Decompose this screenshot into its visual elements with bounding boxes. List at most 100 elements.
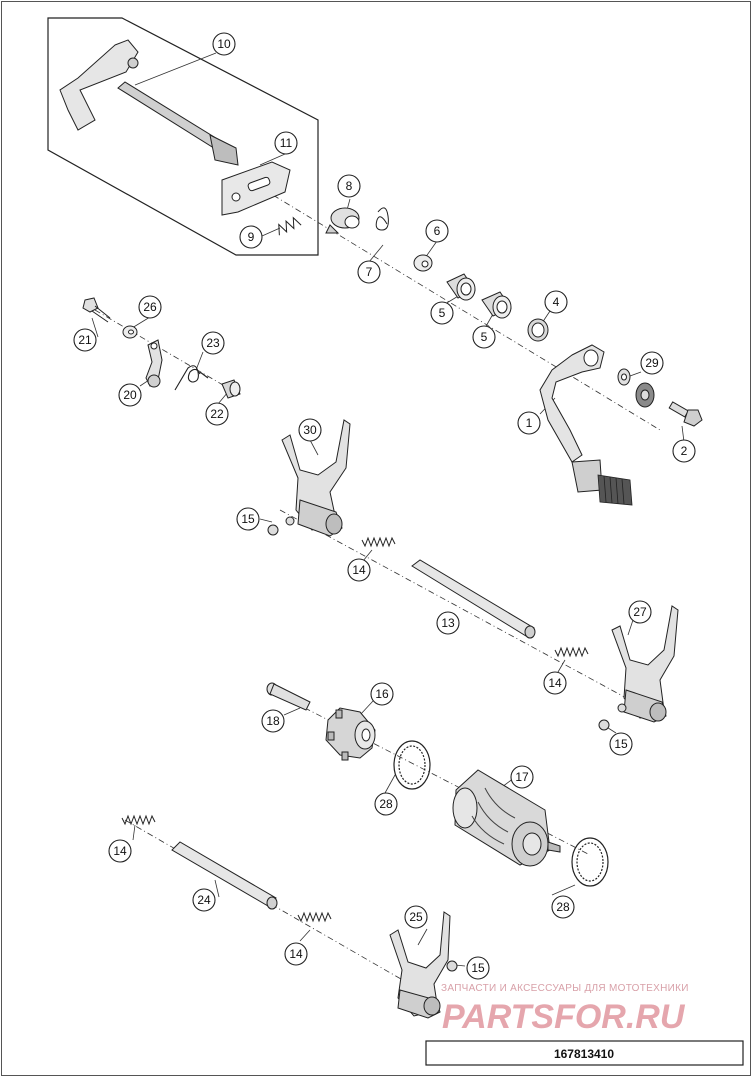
- callout-label: 15: [614, 737, 628, 751]
- shift-drum-17-part: [452, 769, 561, 867]
- callout-circle: [425, 219, 449, 243]
- callout-circle: [472, 325, 496, 349]
- callout-circle: [404, 905, 428, 929]
- callout-circle: [274, 131, 298, 155]
- callout: 15: [466, 956, 490, 980]
- callout: 23: [201, 331, 225, 355]
- shift-fork-30-part: [281, 419, 351, 537]
- callout-label: 17: [515, 770, 529, 784]
- shift-fork-25-part: [389, 911, 451, 1019]
- callout: 2: [672, 439, 696, 463]
- callout: 13: [436, 611, 460, 635]
- seal-4-part: [527, 318, 549, 342]
- callout-label: 18: [266, 714, 280, 728]
- callout: 22: [205, 402, 229, 426]
- callout: 11: [274, 131, 298, 155]
- spring-14d-part: [297, 911, 332, 923]
- callout-label: 13: [441, 616, 455, 630]
- callout-label: 14: [352, 563, 366, 577]
- callout-label: 14: [113, 844, 127, 858]
- rod-13-part: [411, 559, 536, 639]
- callout: 25: [404, 905, 428, 929]
- callout: 17: [510, 765, 534, 789]
- spring-14c-part: [121, 814, 156, 826]
- callout-label: 4: [553, 295, 560, 309]
- lever-plate-part: [221, 161, 291, 216]
- spring-23-part: [174, 365, 209, 391]
- bearing-ring-28a-part: [393, 740, 431, 790]
- callout: 15: [609, 732, 633, 756]
- callout: 28: [551, 895, 575, 919]
- callout: 8: [337, 174, 361, 198]
- bearing-5a-part: [446, 273, 476, 301]
- callout-circle: [370, 682, 394, 706]
- callout-circle: [73, 328, 97, 352]
- callout-label: 20: [123, 388, 137, 402]
- callout-label: 28: [379, 797, 393, 811]
- callout-label: 8: [346, 179, 353, 193]
- callout-label: 22: [210, 407, 224, 421]
- pin-15c-part: [446, 960, 458, 972]
- shift-lever-1-part: [539, 344, 633, 506]
- callout: 9: [239, 225, 263, 249]
- callout-circle: [543, 671, 567, 695]
- callout-circle: [347, 558, 371, 582]
- callout: 21: [73, 328, 97, 352]
- leader-lines: [91, 52, 685, 967]
- clip-7-part: [375, 207, 389, 231]
- callout-circle: [138, 295, 162, 319]
- callout: 14: [543, 671, 567, 695]
- callout: 14: [347, 558, 371, 582]
- callout: 15: [236, 507, 260, 531]
- callout-circle: [201, 331, 225, 355]
- callout-circle: [640, 351, 664, 375]
- callout-circle: [628, 600, 652, 624]
- spring-9-part: [278, 216, 302, 236]
- callout-circle: [672, 439, 696, 463]
- callout-label: 15: [241, 512, 255, 526]
- bushing-8-part: [325, 207, 360, 234]
- spring-14b-part: [554, 646, 589, 658]
- pin-15a-part: [267, 524, 279, 536]
- callout-label: 24: [197, 893, 211, 907]
- subassembly-outline: [47, 17, 319, 256]
- callout-circle: [430, 301, 454, 325]
- callout: 28: [374, 792, 398, 816]
- callout-circle: [239, 225, 263, 249]
- callout: 5: [472, 325, 496, 349]
- callout-label: 29: [645, 356, 659, 370]
- callout: 14: [284, 942, 308, 966]
- watermark-tagline: ЗАПЧАСТИ И АКСЕССУАРЫ ДЛЯ МОТОТЕХНИКИ: [441, 983, 689, 994]
- callout-label: 9: [248, 230, 255, 244]
- callout-circle: [236, 507, 260, 531]
- callout-circle: [192, 888, 216, 912]
- callout-label: 27: [633, 605, 647, 619]
- callout-circle: [510, 765, 534, 789]
- callout-label: 16: [375, 687, 389, 701]
- drum-locator-16-part: [325, 707, 376, 761]
- shift-fork-27-part: [611, 605, 679, 723]
- bolt-18-part: [266, 682, 311, 711]
- drawing-number-box: 167813410: [425, 1040, 744, 1066]
- callout: 6: [425, 219, 449, 243]
- callout: 5: [430, 301, 454, 325]
- callout: 30: [298, 418, 322, 442]
- callout-label: 15: [471, 961, 485, 975]
- callout-circle: [517, 411, 541, 435]
- callout-circle: [436, 611, 460, 635]
- assembly-lines: [94, 174, 661, 991]
- washer-26-part: [122, 325, 138, 339]
- callout-circle: [544, 290, 568, 314]
- callout: 7: [357, 260, 381, 284]
- callout-label: 7: [366, 265, 373, 279]
- callout-label: 23: [206, 336, 220, 350]
- callout-label: 26: [143, 300, 157, 314]
- callout-circle: [609, 732, 633, 756]
- callout-circle: [212, 32, 236, 56]
- bearing-5b-part: [481, 291, 512, 319]
- callout-circle: [205, 402, 229, 426]
- callout-circle: [357, 260, 381, 284]
- callout-circle: [118, 383, 142, 407]
- callout: 14: [108, 839, 132, 863]
